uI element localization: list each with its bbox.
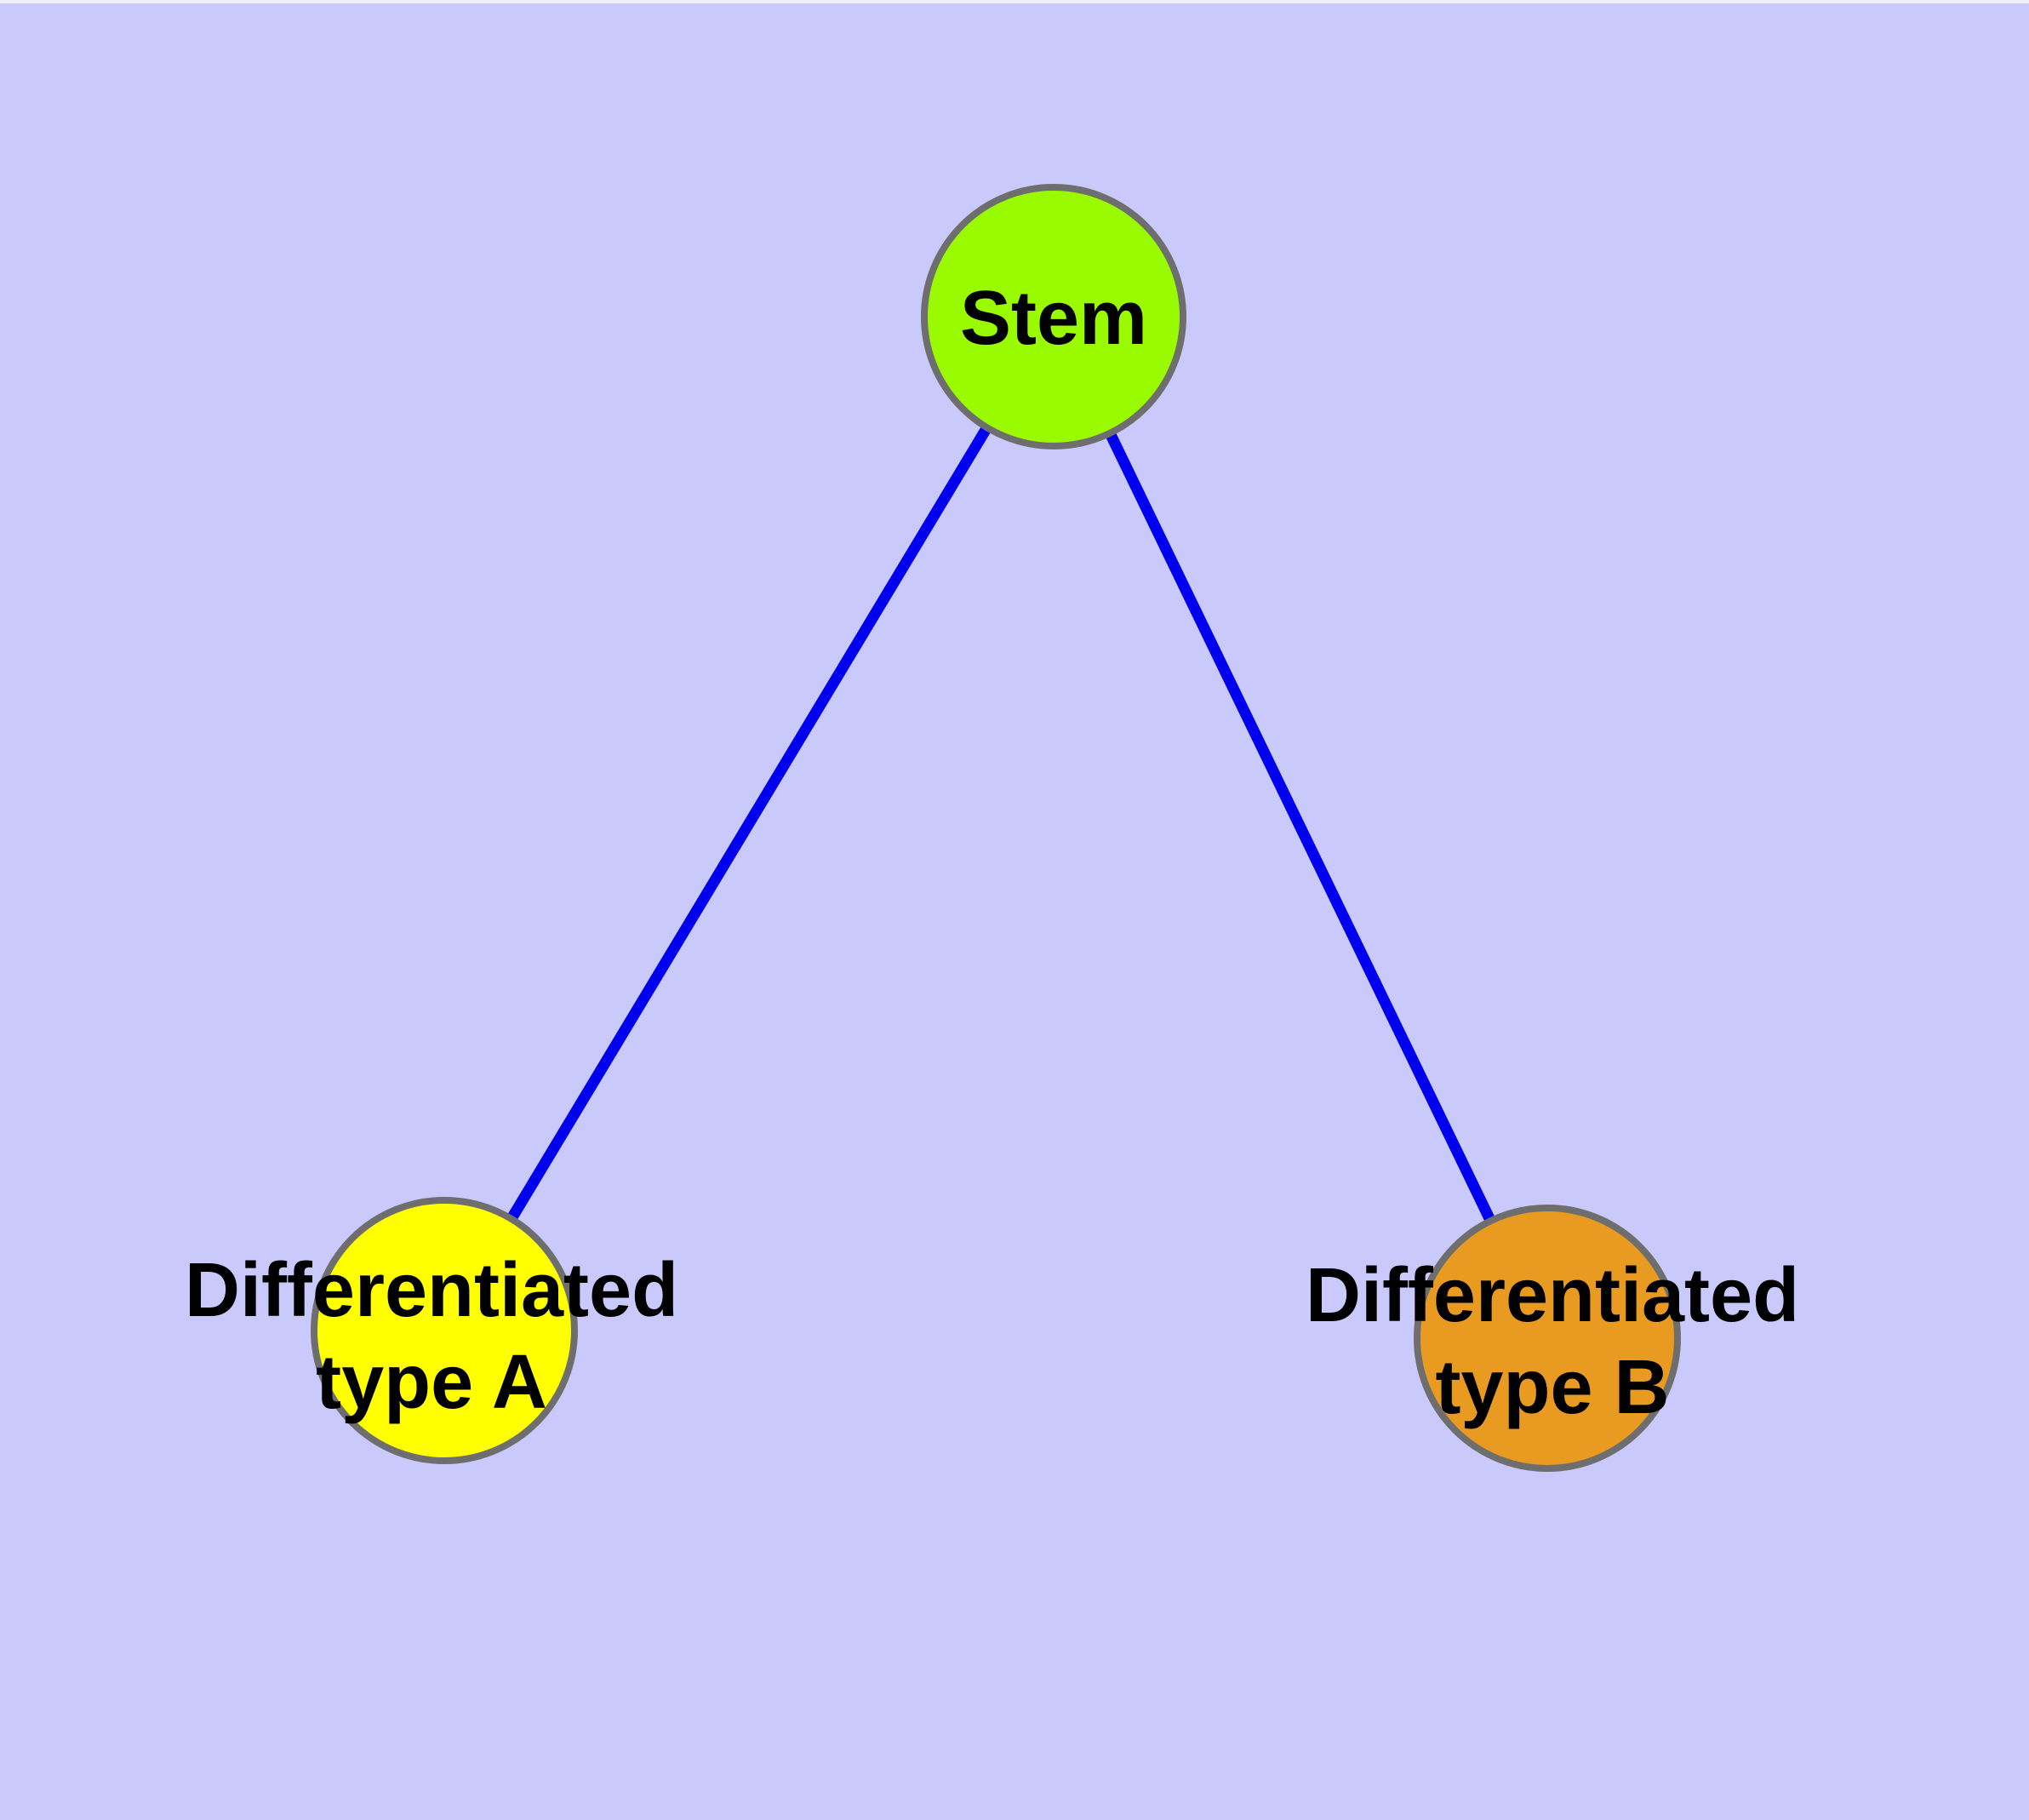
node-stem-label: Stem (959, 276, 1148, 361)
node-differentiated-type-a-label: Differentiated type A (184, 1248, 679, 1425)
window-top-edge (0, 0, 2029, 3)
node-differentiated-type-b-label: Differentiated type B (1305, 1253, 1800, 1430)
edge-stem-to-type-b (1049, 314, 1552, 1341)
node-stem (921, 184, 1186, 449)
node-differentiated-type-a (311, 1197, 578, 1464)
edge-stem-to-type-a (439, 313, 1059, 1334)
node-differentiated-type-b (1414, 1205, 1681, 1472)
